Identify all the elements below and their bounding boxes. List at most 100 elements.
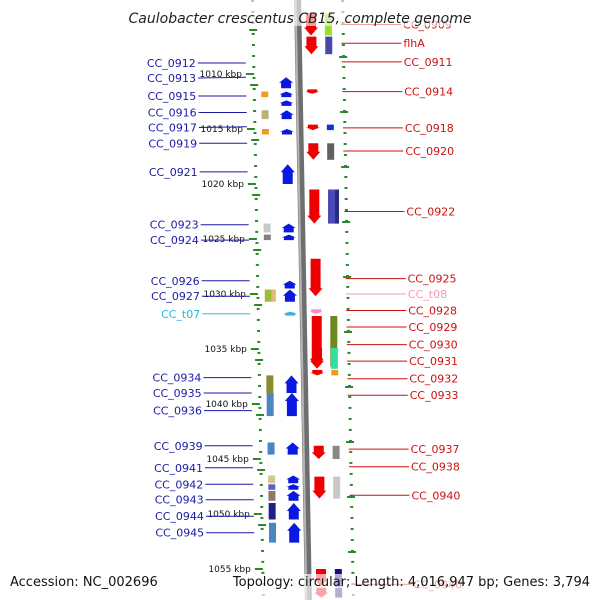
forward-gene-arrow: [287, 522, 302, 543]
forward-gene-arrow: [285, 442, 300, 455]
forward-gene-label[interactable]: CC_t07: [161, 308, 200, 321]
forward-gene-label[interactable]: CC_0939: [154, 440, 203, 453]
forward-gene-bar: [268, 475, 276, 484]
reverse-gene-bar: [330, 316, 338, 367]
forward-gene-label[interactable]: CC_0927: [151, 290, 200, 303]
reverse-gene-bar: [332, 445, 340, 459]
forward-gene-bar: [271, 289, 276, 302]
dotted-guides: [249, 0, 357, 600]
forward-gene-arrow: [286, 484, 301, 490]
forward-gene-bar: [263, 223, 271, 233]
forward-gene-arrow: [283, 311, 298, 316]
reverse-gene-label[interactable]: CC_0932: [409, 373, 458, 386]
forward-gene-label[interactable]: CC_0917: [148, 122, 197, 135]
reverse-gene-bar: [325, 36, 333, 55]
accession-text: Accession: NC_002696: [10, 575, 158, 590]
forward-gene-arrow: [279, 77, 294, 89]
forward-gene-label[interactable]: CC_0936: [153, 405, 202, 418]
reverse-gene-label[interactable]: CC_0940: [412, 489, 461, 502]
reverse-gene-label[interactable]: CC_0928: [408, 305, 457, 318]
reverse-gene-arrow: [305, 124, 320, 131]
forward-gene-label[interactable]: CC_0935: [153, 387, 202, 400]
forward-gene-label[interactable]: CC_0919: [148, 137, 197, 150]
forward-gene-bar: [263, 234, 271, 241]
reverse-gene-label[interactable]: flhA: [403, 37, 425, 50]
forward-gene-label[interactable]: CC_0945: [155, 527, 204, 540]
gene-labels[interactable]: CC_0912CC_0913CC_0915CC_0916CC_0917CC_09…: [147, 19, 462, 592]
scale-tick-label: 1020 kbp: [202, 180, 245, 190]
forward-gene-label[interactable]: CC_0921: [149, 166, 198, 179]
reverse-gene-label[interactable]: CC_0930: [409, 339, 458, 352]
forward-gene-bar: [264, 289, 272, 302]
forward-gene-arrow: [281, 223, 296, 233]
forward-gene-arrow: [279, 110, 294, 120]
forward-gene-arrow: [286, 475, 301, 484]
reverse-gene-bar: [327, 143, 335, 160]
reverse-gene-arrow: [310, 347, 325, 369]
genome-backbone: [294, 0, 312, 600]
dots-left: [251, 0, 265, 600]
forward-gene-arrow: [284, 393, 299, 417]
scale-tick-label: 1055 kbp: [208, 565, 251, 575]
reverse-gene-arrow: [306, 143, 321, 160]
reverse-gene-label[interactable]: CC_0933: [410, 389, 459, 402]
scale-tick-label: 1035 kbp: [204, 345, 247, 355]
forward-gene-label[interactable]: CC_0915: [147, 90, 196, 103]
reverse-gene-bar: [328, 189, 336, 224]
scale-tick-label: 1030 kbp: [203, 290, 246, 300]
reverse-gene-label[interactable]: CC_0911: [404, 56, 453, 69]
scale-tick-label: 1050 kbp: [207, 510, 250, 520]
reverse-gene-bar: [333, 476, 341, 499]
forward-gene-arrow: [280, 164, 295, 184]
forward-gene-arrow: [279, 91, 294, 98]
forward-gene-label[interactable]: CC_0934: [153, 372, 202, 385]
forward-gene-label[interactable]: CC_0923: [150, 219, 199, 232]
reverse-gene-arrow: [311, 445, 326, 459]
reverse-gene-bar: [331, 369, 339, 376]
reverse-gene-label[interactable]: CC_t08: [408, 288, 447, 301]
forward-gene-label[interactable]: CC_0942: [154, 478, 203, 491]
forward-gene-bar: [268, 503, 276, 520]
reverse-gene-arrow: [307, 189, 322, 224]
forward-gene-label[interactable]: CC_0913: [147, 72, 196, 85]
reverse-gene-bar: [326, 124, 334, 131]
reverse-gene-bar: [330, 347, 338, 369]
forward-gene-bar: [266, 375, 274, 393]
forward-gene-bar: [261, 110, 269, 120]
forward-gene-arrow: [284, 375, 299, 393]
forward-gene-label[interactable]: CC_0926: [151, 275, 200, 288]
forward-gene-label[interactable]: CC_0924: [150, 234, 199, 247]
forward-gene-label[interactable]: CC_0944: [155, 510, 204, 523]
backbone-line: [294, 0, 312, 600]
reverse-gene-arrow: [304, 36, 319, 55]
forward-gene-arrow: [286, 490, 301, 501]
reverse-gene-label[interactable]: CC_0914: [404, 86, 453, 99]
reverse-gene-label[interactable]: CC_0918: [405, 122, 454, 135]
map-title: Caulobacter crescentus CB15, complete ge…: [129, 11, 472, 27]
backbone-highlight: [294, 0, 308, 600]
forward-gene-label[interactable]: CC_0943: [155, 494, 204, 507]
forward-gene-label[interactable]: CC_0916: [148, 107, 197, 120]
reverse-gene-label[interactable]: CC_0929: [408, 321, 457, 334]
dots-right: [341, 0, 355, 600]
forward-gene-arrow: [286, 503, 301, 520]
reverse-gene-arrow: [308, 258, 323, 297]
forward-gene-bar: [261, 91, 269, 98]
reverse-gene-bar: [335, 189, 340, 224]
forward-gene-arrow: [282, 289, 297, 302]
forward-gene-arrow: [279, 100, 294, 106]
forward-gene-leader: [197, 76, 246, 79]
reverse-gene-label[interactable]: CC_0937: [411, 443, 460, 456]
forward-gene-bar: [261, 129, 269, 135]
reverse-gene-label[interactable]: CC_0920: [405, 145, 454, 158]
forward-gene-label[interactable]: CC_0912: [147, 57, 196, 70]
forward-gene-label[interactable]: CC_0941: [154, 462, 203, 475]
reverse-gene-label[interactable]: CC_0922: [406, 206, 455, 219]
forward-gene-bar: [269, 522, 277, 543]
reverse-gene-label[interactable]: CC_0931: [409, 355, 458, 368]
reverse-gene-label[interactable]: CC_0938: [411, 461, 460, 474]
reverse-gene-label[interactable]: CC_0925: [408, 273, 457, 286]
